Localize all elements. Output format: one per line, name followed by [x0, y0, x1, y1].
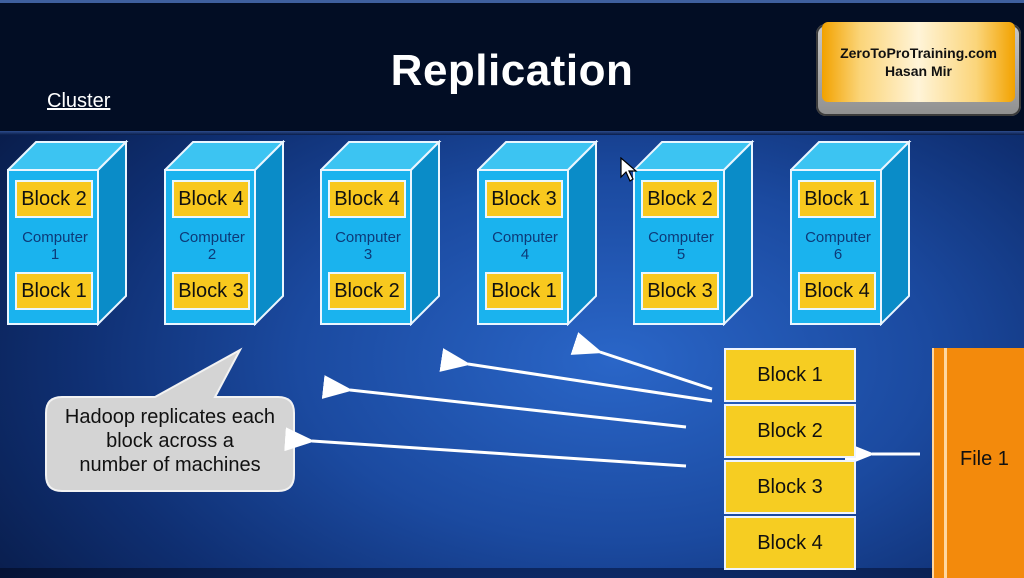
callout-line: number of machines [79, 454, 261, 476]
block-chip-top: Block 1 [798, 180, 876, 218]
arrow-left-icon [284, 427, 687, 468]
computer-name: Computer [179, 229, 245, 246]
file-block: Block 2 [724, 404, 856, 458]
block-chip-bottom: Block 3 [172, 272, 250, 310]
computer-number: 2 [207, 246, 217, 263]
file-block-stack: Block 1 Block 2 Block 3 Block 4 [724, 348, 856, 572]
file-box: File 1 [932, 348, 1024, 578]
mouse-pointer-icon [620, 157, 638, 182]
file-block: Block 4 [724, 516, 856, 570]
arrow-left-icon [439, 348, 713, 403]
callout-bubble: Hadoop replicates each block across a nu… [40, 345, 300, 495]
file-label: File 1 [960, 448, 1009, 470]
block-chip-top: Block 4 [172, 180, 250, 218]
slide-title: Replication [390, 46, 634, 95]
computer-name: Computer [335, 229, 401, 246]
file-stripe [944, 348, 947, 578]
computer-name: Computer [492, 229, 558, 246]
file-block: Block 1 [724, 348, 856, 402]
computer-number: 4 [520, 246, 530, 263]
callout-line: block across a [106, 430, 234, 452]
computer-name: Computer [648, 229, 714, 246]
computer-name: Computer [805, 229, 871, 246]
block-chip-bottom: Block 1 [15, 272, 93, 310]
computer-number: 3 [363, 246, 373, 263]
block-chip-top: Block 2 [641, 180, 719, 218]
callout-line: Hadoop replicates each [64, 406, 276, 428]
cluster-link[interactable]: Cluster [47, 90, 111, 112]
computer-number: 6 [833, 246, 843, 263]
arrow-left-icon [570, 332, 713, 391]
computer-number: 5 [676, 246, 686, 263]
callout-shape [45, 347, 295, 492]
block-chip-top: Block 3 [485, 180, 563, 218]
block-chip-top: Block 2 [15, 180, 93, 218]
block-chip-bottom: Block 4 [798, 272, 876, 310]
brand-author: Hasan Mir [885, 63, 952, 79]
header-divider [0, 131, 1024, 135]
file-block: Block 3 [724, 460, 856, 514]
block-chip-bottom: Block 2 [328, 272, 406, 310]
brand-site: ZeroToProTraining.com [840, 45, 997, 61]
block-chip-top: Block 4 [328, 180, 406, 218]
arrow-left-icon [321, 375, 687, 429]
computer-name: Computer [22, 229, 88, 246]
computer-number: 1 [50, 246, 60, 263]
block-chip-bottom: Block 1 [485, 272, 563, 310]
block-chip-bottom: Block 3 [641, 272, 719, 310]
callout-text: Hadoop replicates each block across a nu… [46, 405, 294, 477]
brand-badge: ZeroToProTraining.com Hasan Mir [816, 22, 1021, 116]
